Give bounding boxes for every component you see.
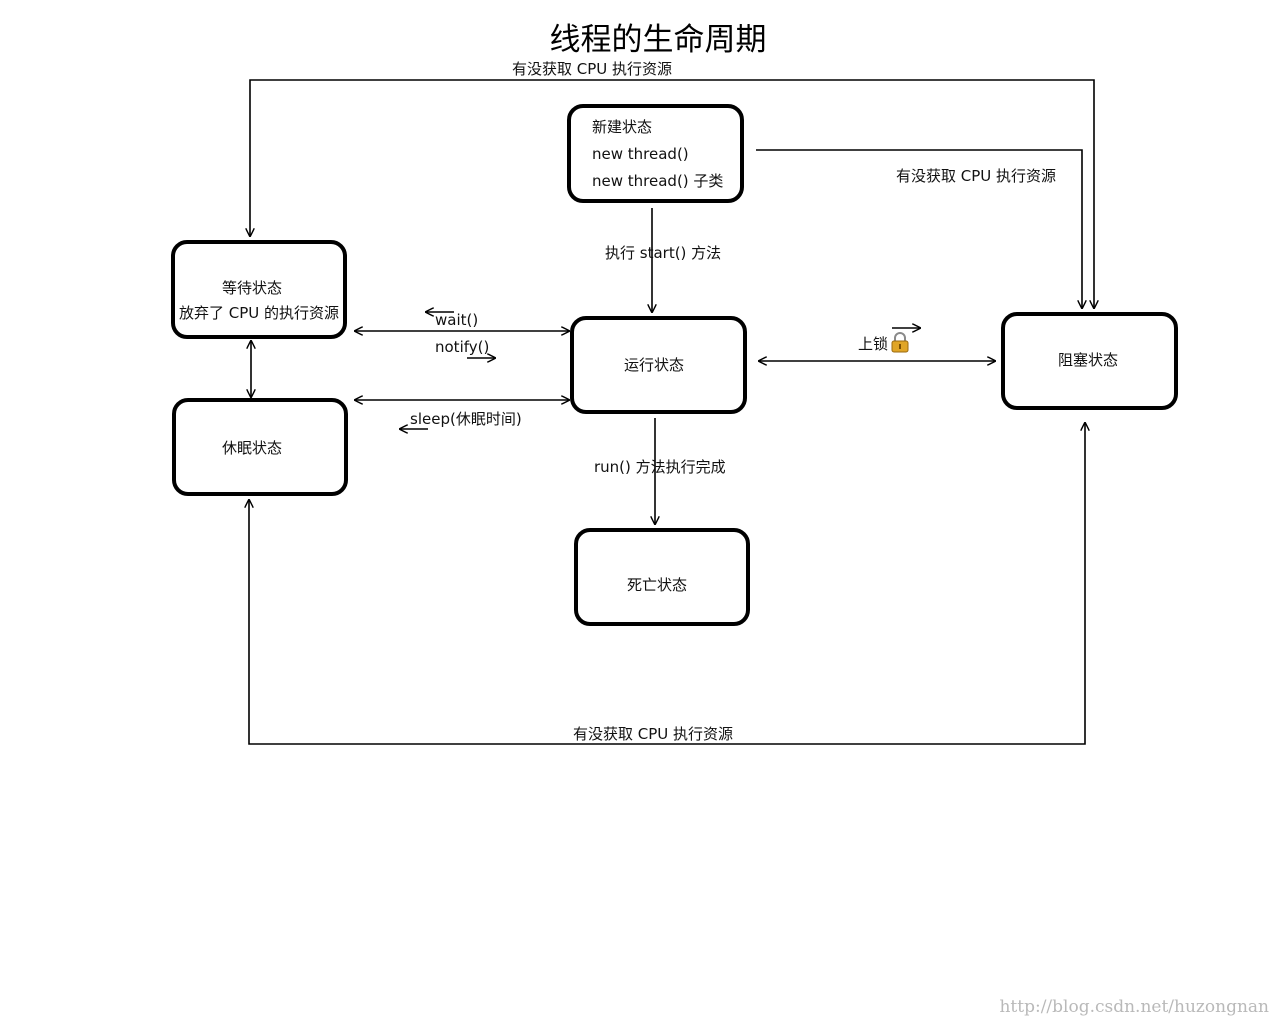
node-running: 运行状态 [570,316,747,414]
watermark: http://blog.csdn.net/huzongnan [999,997,1269,1017]
node-dead: 死亡状态 [574,528,750,626]
node-new: 新建状态 new thread() new thread() 子类 [567,104,744,203]
edge-label-wait: wait() [435,311,478,329]
edge-label-top-loop: 有没获取 CPU 执行资源 [512,60,672,78]
node-blocked-label: 阻塞状态 [1058,351,1118,369]
edge-new-to-blocked [756,149,1082,308]
node-waiting: 等待状态 放弃了 CPU 的执行资源 [171,240,347,339]
edge-label-bottom-loop: 有没获取 CPU 执行资源 [573,725,733,743]
node-new-line-3: new thread() 子类 [592,172,723,190]
node-sleeping-label: 休眠状态 [222,439,282,457]
node-waiting-line-1: 等待状态 [222,279,282,297]
diagram-title: 线程的生命周期 [550,22,767,58]
node-waiting-line-2: 放弃了 CPU 的执行资源 [179,304,339,322]
edge-label-run-complete: run() 方法执行完成 [594,458,726,476]
lock-icon [891,332,909,353]
edge-top-loop [250,79,1094,308]
edge-bottom-loop [249,423,1085,745]
edge-label-lock: 上锁 [858,335,888,353]
node-blocked: 阻塞状态 [1001,312,1178,410]
node-running-label: 运行状态 [624,356,684,374]
edge-label-new-to-blocked: 有没获取 CPU 执行资源 [896,167,1056,185]
node-sleeping: 休眠状态 [172,398,348,496]
node-dead-label: 死亡状态 [627,576,687,594]
node-new-line-1: 新建状态 [592,118,652,136]
node-new-line-2: new thread() [592,145,689,163]
edge-label-notify: notify() [435,338,489,356]
edge-label-start: 执行 start() 方法 [605,244,721,262]
edge-label-sleep: sleep(休眠时间) [410,410,522,428]
